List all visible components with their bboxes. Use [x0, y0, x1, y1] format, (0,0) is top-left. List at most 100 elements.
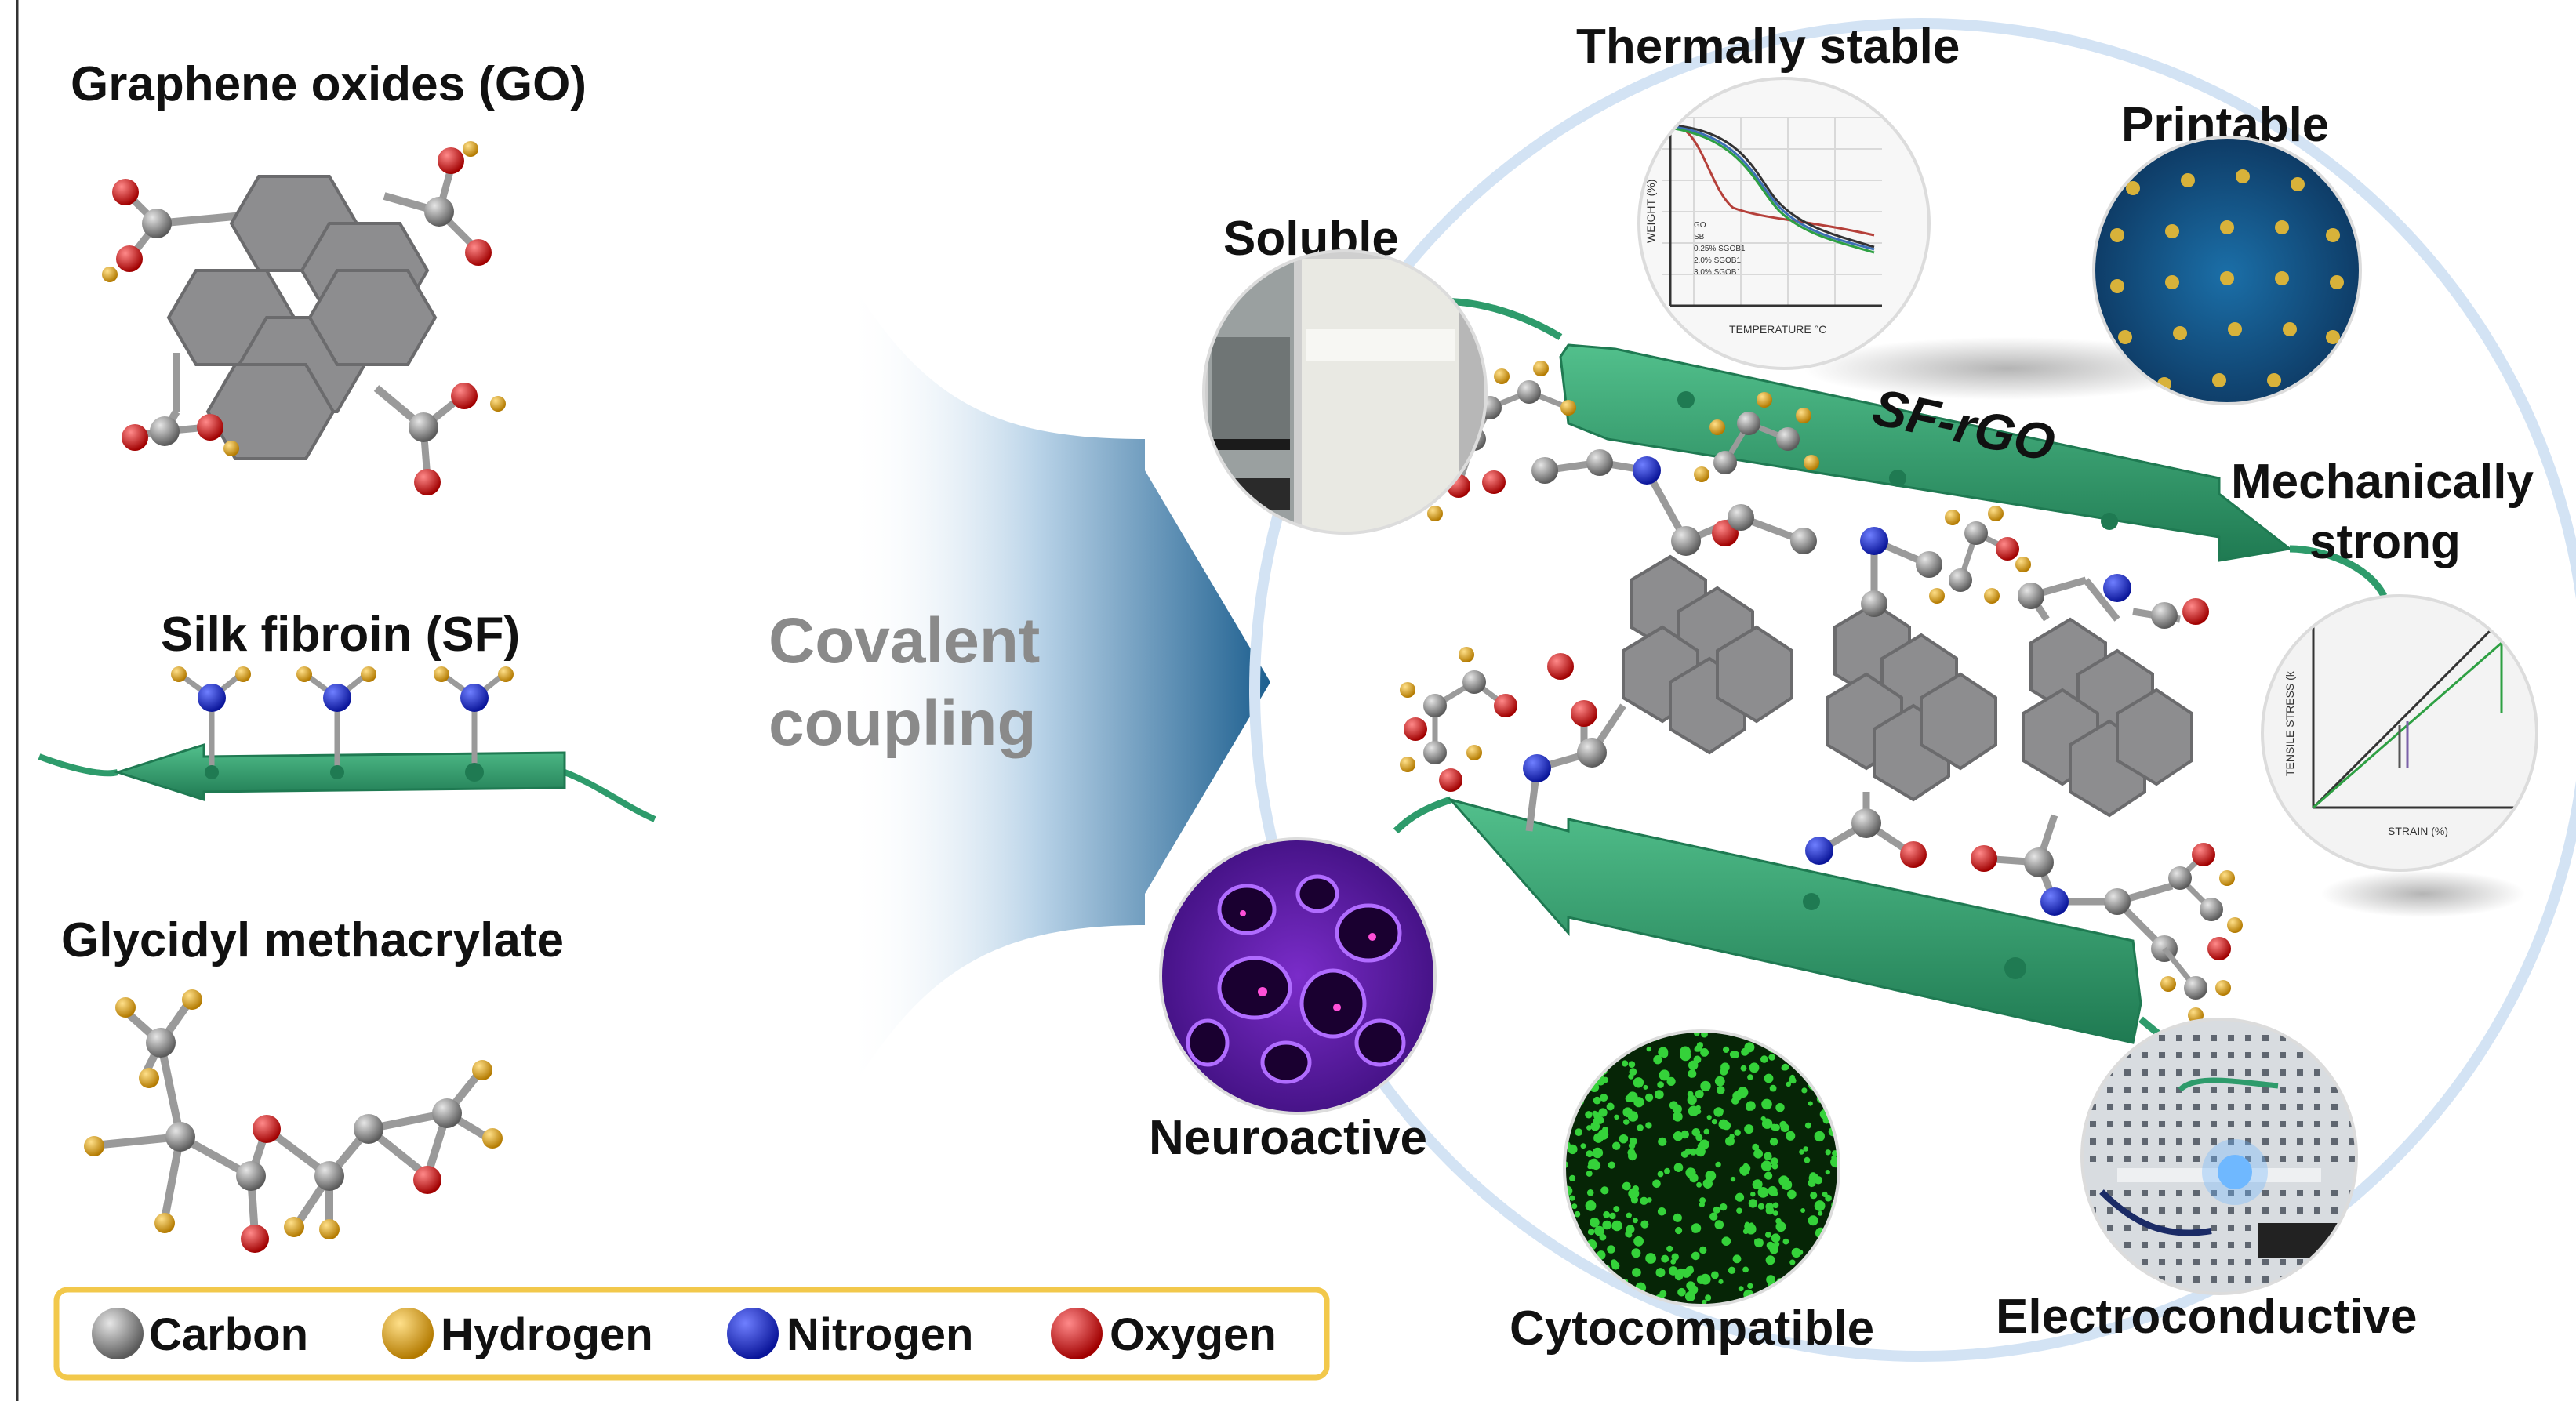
cell-dot	[1586, 1170, 1593, 1177]
breadboard-hole	[2211, 1190, 2217, 1196]
cell-dot	[1766, 1275, 1776, 1285]
cell-dot	[1702, 1178, 1713, 1189]
cell-dot	[1594, 1225, 1604, 1236]
breadboard-hole	[2142, 1069, 2148, 1076]
cell-dot	[1622, 1181, 1631, 1191]
cell-dot	[1647, 1197, 1652, 1203]
breadboard-hole	[2159, 1035, 2165, 1041]
breadboard-hole	[2176, 1242, 2182, 1248]
cell-dot	[1772, 1292, 1782, 1301]
cell-dot	[1760, 1116, 1766, 1122]
cell-dot	[1628, 1152, 1637, 1161]
cell-dot	[1602, 1076, 1609, 1083]
breadboard-hole	[2090, 1087, 2096, 1093]
cell-dot	[1591, 1071, 1597, 1077]
cell-dot	[1706, 1115, 1712, 1120]
cell-dot	[1775, 1221, 1786, 1232]
cell-dot	[1688, 1069, 1697, 1078]
breadboard-hole	[2228, 1052, 2234, 1058]
cell-dot	[1582, 1042, 1593, 1052]
cell-dot	[1671, 1253, 1679, 1261]
cell-dot	[1598, 1108, 1608, 1117]
cell-dot	[1669, 1101, 1678, 1110]
arrow-label-line1: Covalent	[768, 605, 1040, 677]
neuroactive-photo	[1161, 839, 1435, 1113]
breadboard-hole	[2297, 1276, 2303, 1283]
cell-dot	[1780, 1123, 1789, 1132]
cell-dot	[1750, 1192, 1756, 1197]
cell-dot	[1655, 1268, 1666, 1278]
breadboard-hole	[2159, 1069, 2165, 1076]
cell-dot	[1748, 1199, 1758, 1208]
breadboard-hole	[2090, 1225, 2096, 1231]
cell-dot	[1666, 1076, 1676, 1086]
cell-dot	[1744, 1042, 1755, 1053]
cell-dot	[1738, 1286, 1744, 1292]
breadboard-hole	[2228, 1225, 2234, 1231]
cell-dot	[1645, 1093, 1654, 1102]
cell-dot	[1760, 1055, 1768, 1063]
breadboard-hole	[2262, 1121, 2269, 1127]
cell-dot	[1772, 1191, 1778, 1197]
cell-dot	[1800, 1208, 1806, 1213]
breadboard-hole	[2159, 1156, 2165, 1162]
cell-dot	[1772, 1210, 1778, 1216]
tga-curve-go	[1673, 124, 1875, 237]
cell-dot	[1575, 1128, 1582, 1137]
breadboard-hole	[2211, 1259, 2217, 1265]
cell-dot	[1757, 1187, 1769, 1198]
breadboard-hole	[2314, 1087, 2320, 1093]
cell-dot	[1820, 1247, 1828, 1255]
cell-dot	[1782, 1238, 1789, 1245]
breadboard-hole	[2124, 1225, 2131, 1231]
cell-dot	[1711, 1271, 1719, 1279]
breadboard-hole	[2228, 1207, 2234, 1214]
breadboard-hole	[2193, 1207, 2200, 1214]
breadboard-hole	[2228, 1190, 2234, 1196]
breadboard-hole	[2142, 1190, 2148, 1196]
cell-dot	[1771, 1233, 1781, 1243]
legend-oxygen: Oxygen	[1110, 1309, 1277, 1360]
breadboard-hole	[2211, 1052, 2217, 1058]
breadboard-hole	[2314, 1190, 2320, 1196]
breadboard-hole	[2142, 1242, 2148, 1248]
cell-dot	[1595, 1060, 1602, 1066]
breadboard-hole	[2280, 1207, 2286, 1214]
breadboard-hole	[2090, 1259, 2096, 1265]
cell-dot	[1689, 1287, 1697, 1295]
breadboard-hole	[2280, 1052, 2286, 1058]
cell-dot	[1833, 1258, 1839, 1269]
breadboard-hole	[2245, 1052, 2251, 1058]
cell-dot	[1757, 1203, 1764, 1210]
cell-dot	[1608, 1161, 1615, 1169]
cell-dot	[1770, 1157, 1778, 1166]
breadboard-hole	[2314, 1207, 2320, 1214]
cell-dot	[1752, 1143, 1760, 1151]
cell-dot	[1588, 1229, 1595, 1236]
breadboard-hole	[2107, 1225, 2113, 1231]
cell-dot	[1735, 1192, 1745, 1202]
cell-dot	[1728, 1266, 1736, 1275]
cell-dot	[1804, 1287, 1811, 1295]
cell-dot	[1610, 1047, 1616, 1054]
cell-dot	[1734, 1129, 1741, 1136]
cell-dot	[1831, 1155, 1837, 1160]
cell-dot	[1633, 1236, 1644, 1247]
cell-dot	[1742, 1266, 1749, 1273]
cell-dot	[1775, 1103, 1785, 1112]
graphene-oxide-molecule	[102, 141, 506, 495]
breadboard-hole	[2228, 1242, 2234, 1248]
cell-dot	[1699, 1197, 1706, 1204]
breadboard-hole	[2349, 1242, 2355, 1248]
breadboard-hole	[2331, 1087, 2338, 1093]
cell-dot	[1632, 1268, 1641, 1277]
cell-dot	[1791, 1289, 1799, 1297]
breadboard-hole	[2331, 1052, 2338, 1058]
cell-dot	[1826, 1048, 1837, 1059]
breadboard-hole	[2176, 1190, 2182, 1196]
label-mechanical-1: Mechanically	[2231, 455, 2534, 509]
breadboard-hole	[2314, 1259, 2320, 1265]
cell-dot	[1786, 1131, 1796, 1141]
breadboard-hole	[2142, 1052, 2148, 1058]
breadboard-hole	[2211, 1156, 2217, 1162]
